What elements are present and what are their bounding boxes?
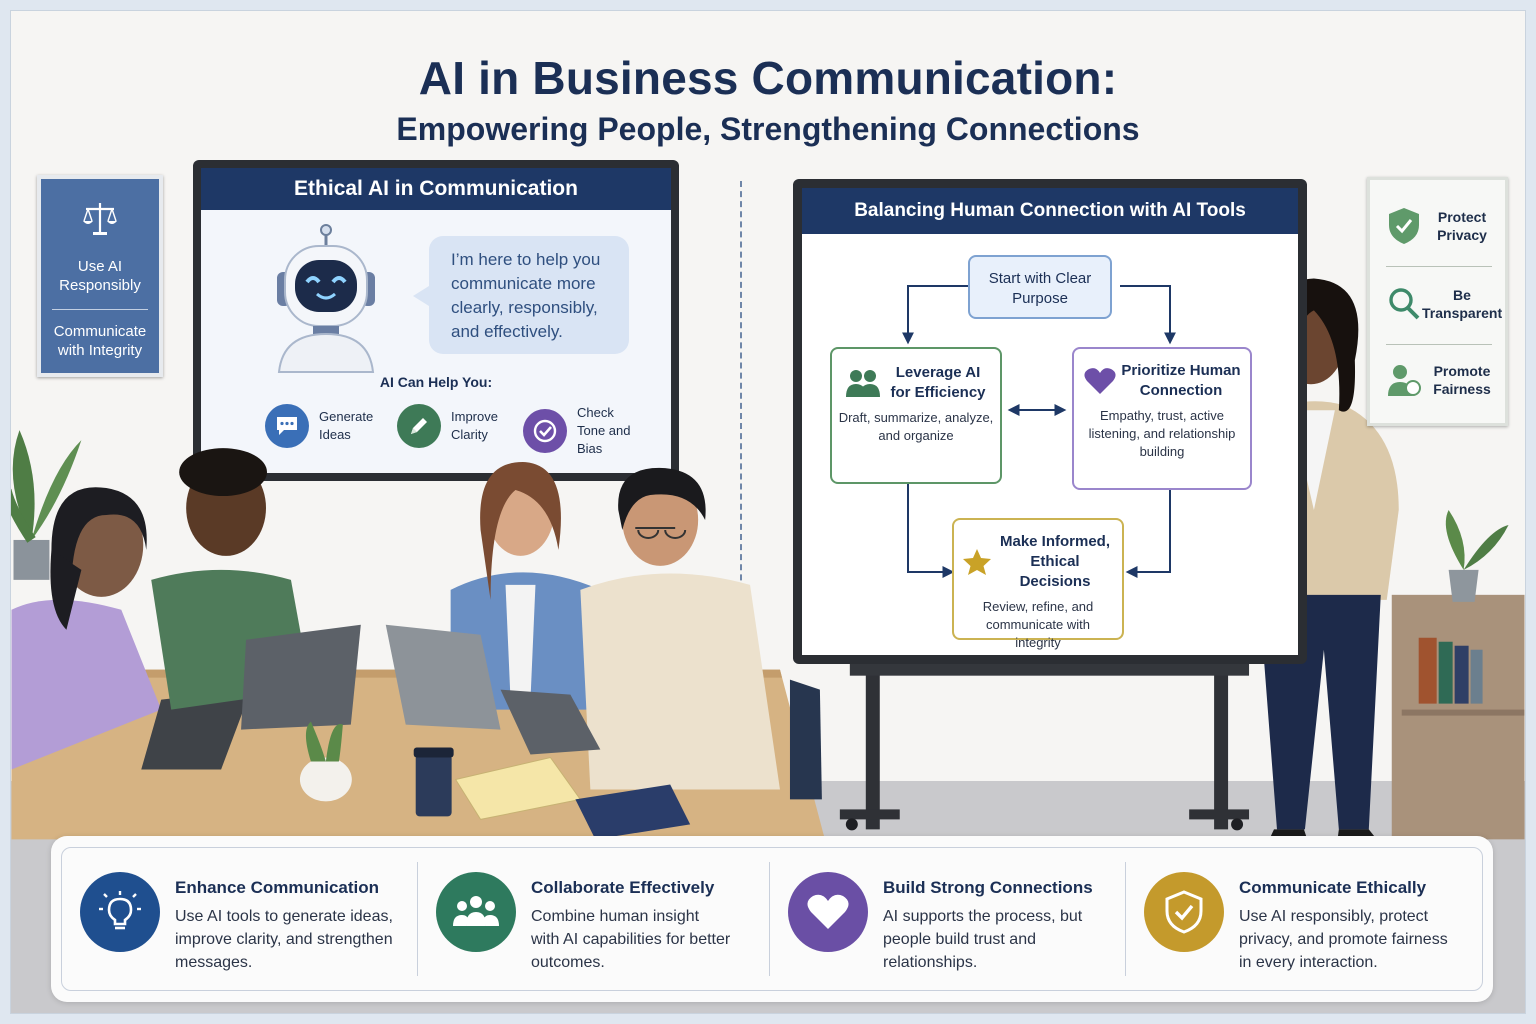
poster-line-2: Communicate with Integrity [53, 323, 147, 359]
help-label: Check Tone and Bias [577, 405, 631, 456]
page-title: AI in Business Communication: [418, 52, 1118, 104]
principle-be-transparent: Be Transparent [1370, 284, 1505, 324]
lightbulb-icon [80, 872, 160, 952]
card-body: Use AI responsibly, protect privacy, and… [1239, 908, 1448, 971]
poster-separator [1386, 344, 1492, 345]
star-icon [963, 549, 991, 575]
card-separator [1125, 862, 1126, 976]
card-collaborate-effectively: Collaborate Effectively Combine human in… [418, 848, 768, 990]
poster-separator [52, 309, 148, 310]
chat-icon [265, 404, 309, 448]
person-icon [1388, 365, 1421, 396]
node-prioritize-human: Prioritize Human Connection Empathy, tru… [1072, 347, 1252, 490]
shield-check-icon [1144, 872, 1224, 952]
magnifier-icon [1389, 288, 1420, 320]
dashed-divider [740, 181, 742, 661]
node-desc: Draft, summarize, analyze, and organize [838, 410, 994, 443]
group-icon [436, 872, 516, 952]
poster-line-1: Use AI Responsibly [59, 258, 141, 294]
check-icon [523, 409, 567, 453]
card-body: Use AI tools to generate ideas, improve … [175, 908, 393, 971]
people-icon [846, 370, 880, 397]
poster-separator [1386, 266, 1492, 267]
scales-icon [41, 199, 159, 239]
card-title: Build Strong Connections [883, 878, 1093, 897]
key-benefits-strip: Enhance Communication Use AI tools to ge… [51, 836, 1493, 1002]
screen-ethical-ai: Ethical AI in Communication I’m here to … [193, 160, 679, 481]
poster-use-ai-responsibly: Use AI Responsibly Communicate with Inte… [37, 175, 163, 377]
poster-principles: Protect Privacy Be Transparent Promote F… [1367, 177, 1508, 426]
card-separator [417, 862, 418, 976]
screen-left-title: Ethical AI in Communication [201, 168, 671, 210]
principle-label: Be Transparent [1422, 287, 1503, 321]
page-subtitle: Empowering People, Strengthening Connect… [396, 111, 1140, 147]
card-communicate-ethically: Communicate Ethically Use AI responsibly… [1126, 848, 1482, 990]
robot-icon [277, 224, 375, 373]
node-ethical-decisions: Make Informed, Ethical Decisions Review,… [952, 518, 1124, 650]
screen-balancing-human-connection: Balancing Human Connection with AI Tools [793, 179, 1307, 664]
help-title: AI Can Help You: [379, 374, 493, 390]
node-start-clear-purpose: Start with Clear Purpose [968, 255, 1112, 319]
card-build-strong-connections: Build Strong Connections AI supports the… [770, 848, 1124, 990]
help-item-generate-ideas: Generate Ideas [265, 404, 385, 448]
heart-icon [1084, 368, 1116, 394]
help-item-check-tone: Check Tone and Bias [523, 404, 643, 458]
node-desc: Review, refine, and communicate with int… [982, 599, 1094, 650]
heart-icon [788, 872, 868, 952]
node-title: Prioritize Human Connection [1121, 362, 1241, 399]
card-separator [769, 862, 770, 976]
principle-label: Promote Fairness [1433, 363, 1491, 397]
help-label: Improve Clarity [451, 409, 498, 442]
help-item-improve-clarity: Improve Clarity [397, 404, 517, 448]
help-label: Generate Ideas [319, 409, 374, 442]
principle-promote-fairness: Promote Fairness [1370, 360, 1505, 400]
card-title: Enhance Communication [175, 878, 380, 897]
card-body: AI supports the process, but people buil… [883, 908, 1083, 971]
infographic-frame: AI in Business Communication: Empowering… [10, 10, 1526, 1014]
shield-check-icon [1389, 208, 1419, 244]
node-title: Make Informed, Ethical Decisions [999, 533, 1111, 590]
principle-protect-privacy: Protect Privacy [1370, 206, 1505, 246]
card-title: Collaborate Effectively [531, 878, 715, 897]
card-title: Communicate Ethically [1239, 878, 1427, 897]
principle-label: Protect Privacy [1437, 209, 1487, 243]
pencil-icon [397, 404, 441, 448]
card-enhance-communication: Enhance Communication Use AI tools to ge… [62, 848, 417, 990]
node-title: Start with Clear Purpose [988, 270, 1092, 307]
node-leverage-ai: Leverage AI for Efficiency Draft, summar… [830, 347, 1002, 484]
node-desc: Empathy, trust, active listening, and re… [1088, 408, 1236, 459]
node-title: Leverage AI for Efficiency [890, 364, 986, 401]
flow-arrows [902, 285, 1176, 578]
screen-right-title: Balancing Human Connection with AI Tools [802, 188, 1298, 234]
card-body: Combine human insight with AI capabiliti… [531, 908, 731, 971]
assistant-speech-bubble: I’m here to help you communicate more cl… [413, 236, 629, 354]
